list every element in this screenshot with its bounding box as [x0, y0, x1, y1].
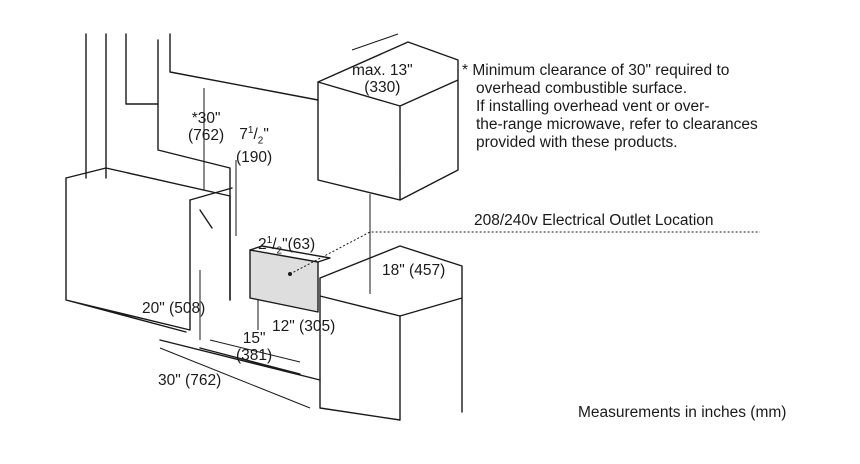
dim-clear30-mm: (762)	[188, 127, 225, 144]
outlet-box	[249, 249, 319, 313]
dim-7-5: 71/2"	[239, 125, 269, 147]
dim-2-5: 21/2"(63)	[258, 235, 316, 257]
floor-line	[159, 339, 321, 381]
left-cabinet	[65, 167, 231, 333]
dim-clear30: *30"	[191, 110, 221, 127]
dim-line-15	[209, 339, 301, 363]
clearance-note: * Minimum clearance of 30" required to o…	[462, 62, 758, 152]
outlet-label: 208/240v Electrical Outlet Location	[474, 212, 714, 229]
right-cabinet	[319, 245, 463, 421]
footer-units: Measurements in inches (mm)	[578, 404, 787, 421]
note-line: overhead combustible surface.	[476, 80, 688, 97]
dim-7-5-mm: (190)	[236, 149, 273, 167]
upper-cabinet	[317, 41, 459, 201]
note-line: provided with these products.	[476, 134, 678, 151]
wall-edge	[85, 33, 319, 179]
note-line: the-range microwave, refer to clearances	[476, 116, 758, 133]
outlet-leader	[289, 231, 760, 275]
note-line: If installing overhead vent or over-	[476, 98, 710, 115]
dim-30: 30" (762)	[158, 372, 222, 389]
dim-20: 20" (508)	[142, 300, 206, 317]
dim-line-max13	[351, 33, 399, 51]
dim-max13-mm: (330)	[364, 79, 401, 96]
dim-line-30	[159, 347, 311, 409]
dim-15: 15"	[242, 330, 266, 347]
dim-12: 12" (305)	[272, 318, 336, 335]
outlet-point	[288, 272, 292, 276]
cooktop-cutout-space	[189, 187, 233, 229]
dim-max13: max. 13"	[352, 62, 413, 79]
dim-15-mm: (381)	[236, 347, 273, 364]
dim-18: 18" (457)	[382, 262, 446, 279]
note-line: * Minimum clearance of 30" required to	[462, 62, 730, 79]
